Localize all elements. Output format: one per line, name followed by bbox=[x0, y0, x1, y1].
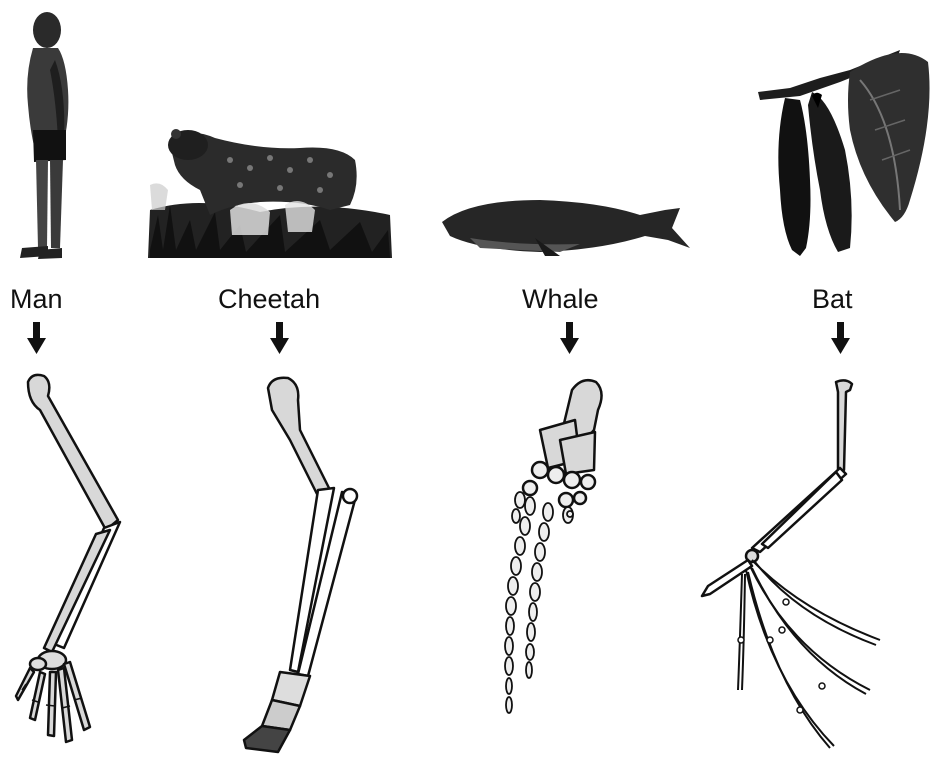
bat-wing-skeleton-icon bbox=[702, 380, 880, 748]
whale-icon bbox=[442, 200, 690, 256]
hanging-bat-icon bbox=[758, 50, 930, 256]
label-bat: Bat bbox=[812, 284, 853, 314]
whale-flipper-skeleton-icon bbox=[505, 380, 602, 713]
man-icon bbox=[20, 12, 68, 259]
down-arrow-icon-man bbox=[27, 322, 46, 354]
down-arrow-icon-whale bbox=[560, 322, 579, 354]
label-man: Man bbox=[10, 284, 63, 314]
human-arm-skeleton-icon bbox=[16, 375, 120, 742]
down-arrow-icon-bat bbox=[831, 322, 850, 354]
cheetah-icon bbox=[148, 129, 392, 258]
label-cheetah: Cheetah bbox=[218, 284, 320, 314]
label-whale: Whale bbox=[522, 284, 599, 314]
cheetah-foreleg-skeleton-icon bbox=[244, 378, 357, 752]
down-arrow-icon-cheetah bbox=[270, 322, 289, 354]
